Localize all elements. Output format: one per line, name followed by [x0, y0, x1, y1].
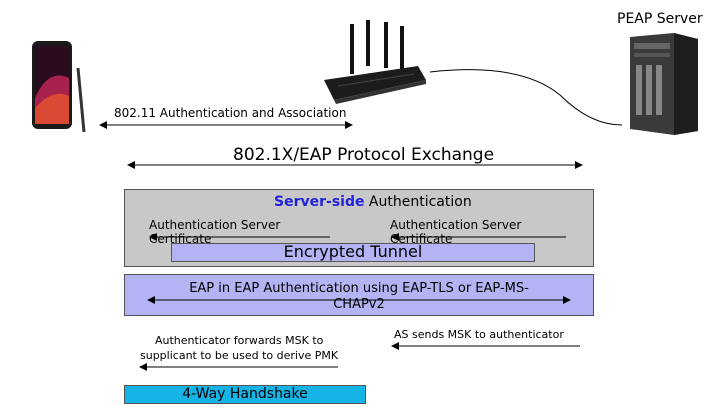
eap-in-eap-box — [124, 274, 594, 316]
cert-left-label-line2: Certificate — [149, 232, 212, 246]
encrypted-tunnel-box — [171, 243, 535, 262]
assoc-label: 802.11 Authentication and Association — [114, 106, 347, 120]
smartphone-icon — [28, 38, 92, 134]
authenticator-fwd-label-line2: supplicant to be used to derive PMK — [140, 349, 339, 362]
wifi-router-icon — [318, 18, 430, 108]
server-side-prefix: Server-side — [274, 194, 365, 210]
eap-label-line2: CHAPv2 — [333, 297, 385, 312]
encrypted-tunnel-label: Encrypted Tunnel — [283, 242, 423, 261]
server-side-suffix: Authentication — [364, 194, 472, 210]
authenticator-fwd-label-line1: Authenticator forwards MSK to — [155, 334, 324, 347]
cert-right-label-line2: Certificate — [390, 232, 453, 246]
handshake-label: 4-Way Handshake — [182, 386, 308, 402]
protocol-exchange-label: 802.1X/EAP Protocol Exchange — [233, 145, 495, 165]
eap-label-line1: EAP in EAP Authentication using EAP-TLS … — [189, 281, 529, 296]
as-sends-msk-label: AS sends MSK to authenticator — [394, 328, 564, 341]
cert-left-label-line1: Authentication Server — [149, 218, 281, 232]
server-side-title: Server-side Authentication — [274, 194, 472, 210]
router-server-link — [429, 69, 623, 126]
handshake-box — [124, 385, 366, 404]
tower-server-icon — [622, 31, 702, 135]
server-label: PEAP Server — [617, 11, 703, 27]
cert-right-label-line1: Authentication Server — [390, 218, 522, 232]
